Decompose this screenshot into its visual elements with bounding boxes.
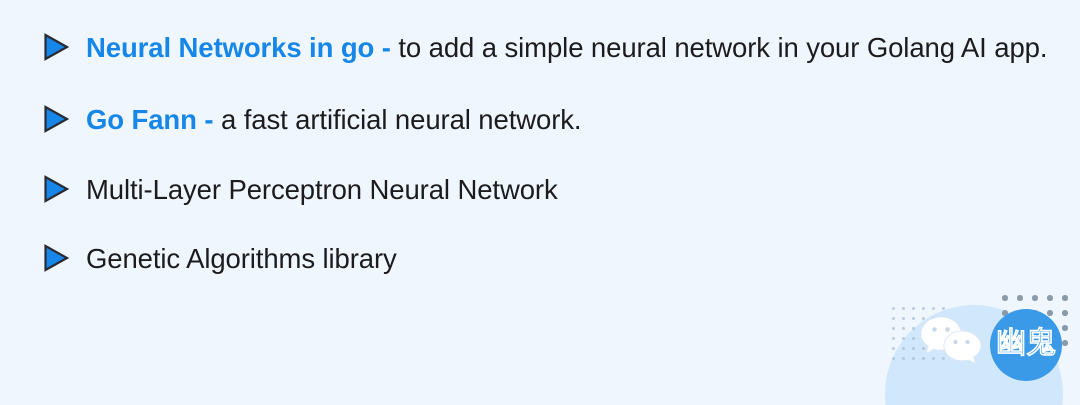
watermark-dot-grid-left	[892, 307, 950, 367]
watermark-account-name: 幽鬼	[995, 326, 1057, 361]
list-item-link[interactable]: Go Fann	[86, 104, 197, 135]
list-item: Go Fann - a fast artificial neural netwo…	[42, 100, 1052, 139]
list-item-description: a fast artificial neural network.	[220, 104, 582, 135]
list-item: Neural Networks in go - to add a simple …	[42, 28, 1052, 67]
list-item-dash: -	[374, 32, 399, 63]
watermark-arc-shape	[885, 305, 1063, 405]
list-item-text: Genetic Algorithms library	[86, 239, 1052, 278]
list-item: Multi-Layer Perceptron Neural Network	[42, 170, 1052, 209]
list-item: Genetic Algorithms library	[42, 239, 1052, 278]
list-item-description: Multi-Layer Perceptron Neural Network	[86, 174, 558, 205]
play-triangle-bullet-icon	[42, 104, 70, 138]
watermark-dot-grid-right	[1002, 295, 1068, 347]
play-triangle-bullet-icon	[42, 32, 70, 66]
wechat-account-watermark: 幽鬼	[880, 285, 1080, 405]
list-item-description: to add a simple neural network in your G…	[398, 32, 1048, 63]
list-item-text: Multi-Layer Perceptron Neural Network	[86, 170, 1052, 209]
list-item-text: Go Fann - a fast artificial neural netwo…	[86, 100, 1052, 139]
list-item-text: Neural Networks in go - to add a simple …	[86, 28, 1052, 67]
play-triangle-bullet-icon	[42, 243, 70, 277]
bullet-list: Neural Networks in go - to add a simple …	[42, 28, 1052, 278]
list-item-link[interactable]: Neural Networks in go	[86, 32, 375, 63]
wechat-speech-bubbles-icon	[920, 315, 982, 367]
list-item-dash: -	[196, 104, 221, 135]
watermark-account-badge: 幽鬼	[990, 309, 1062, 381]
list-item-description: Genetic Algorithms library	[86, 243, 397, 274]
play-triangle-bullet-icon	[42, 174, 70, 208]
